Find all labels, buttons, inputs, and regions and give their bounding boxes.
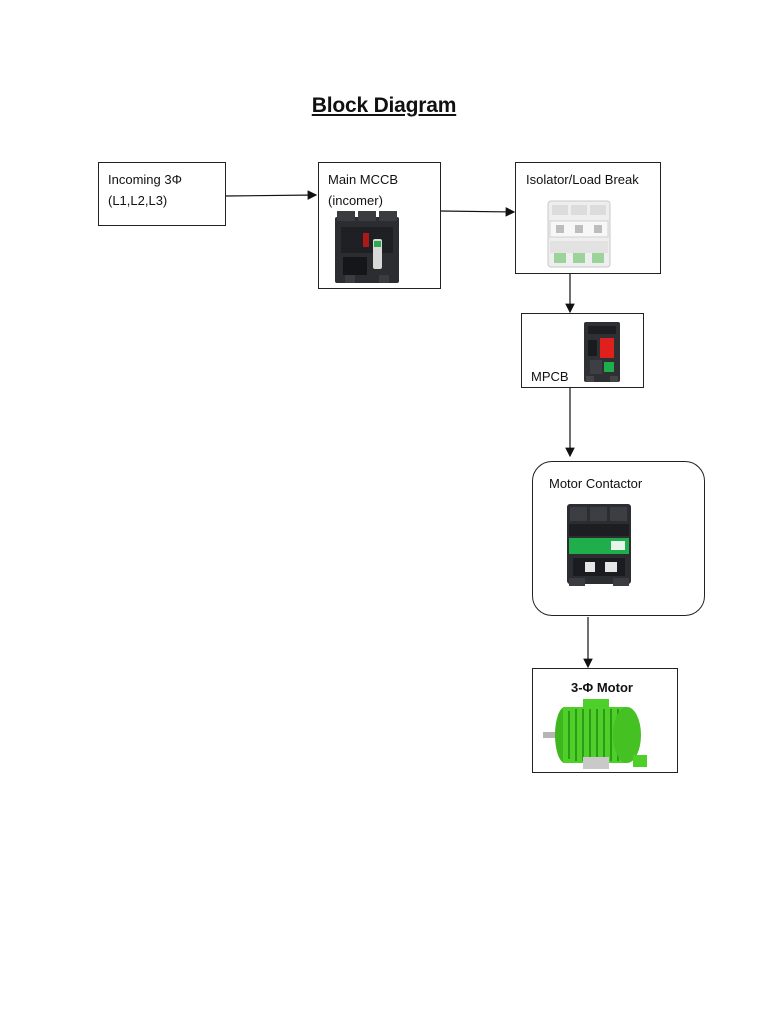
mpcb-icon <box>584 322 620 382</box>
three-phase-motor-block: 3-Φ Motor <box>532 668 678 773</box>
mccb-breaker-icon <box>335 211 399 283</box>
isolator-switch-icon <box>547 200 611 268</box>
isolator-label: Isolator/Load Break <box>526 172 639 187</box>
main-mccb-block: Main MCCB (incomer) <box>318 162 441 289</box>
incoming-label-line2: (L1,L2,L3) <box>108 193 168 208</box>
arrow-incoming-to-mccb <box>225 190 318 200</box>
isolator-block: Isolator/Load Break <box>515 162 661 274</box>
contactor-label: Motor Contactor <box>549 476 643 491</box>
mpcb-label: MPCB <box>531 369 569 384</box>
mccb-label-line2: (incomer) <box>328 193 383 208</box>
incoming-label-line1: Incoming 3Φ <box>108 172 182 187</box>
mpcb-block: MPCB <box>521 313 644 388</box>
arrow-mccb-to-isolator <box>440 207 516 217</box>
motor-contactor-block: Motor Contactor <box>532 461 705 616</box>
mccb-label-line1: Main MCCB <box>328 172 399 187</box>
incoming-supply-block: Incoming 3Φ (L1,L2,L3) <box>98 162 226 226</box>
motor-label: 3-Φ Motor <box>571 680 633 695</box>
motor-contactor-icon <box>567 504 631 586</box>
three-phase-motor-icon <box>543 699 647 769</box>
diagram-title: Block Diagram <box>311 94 457 117</box>
